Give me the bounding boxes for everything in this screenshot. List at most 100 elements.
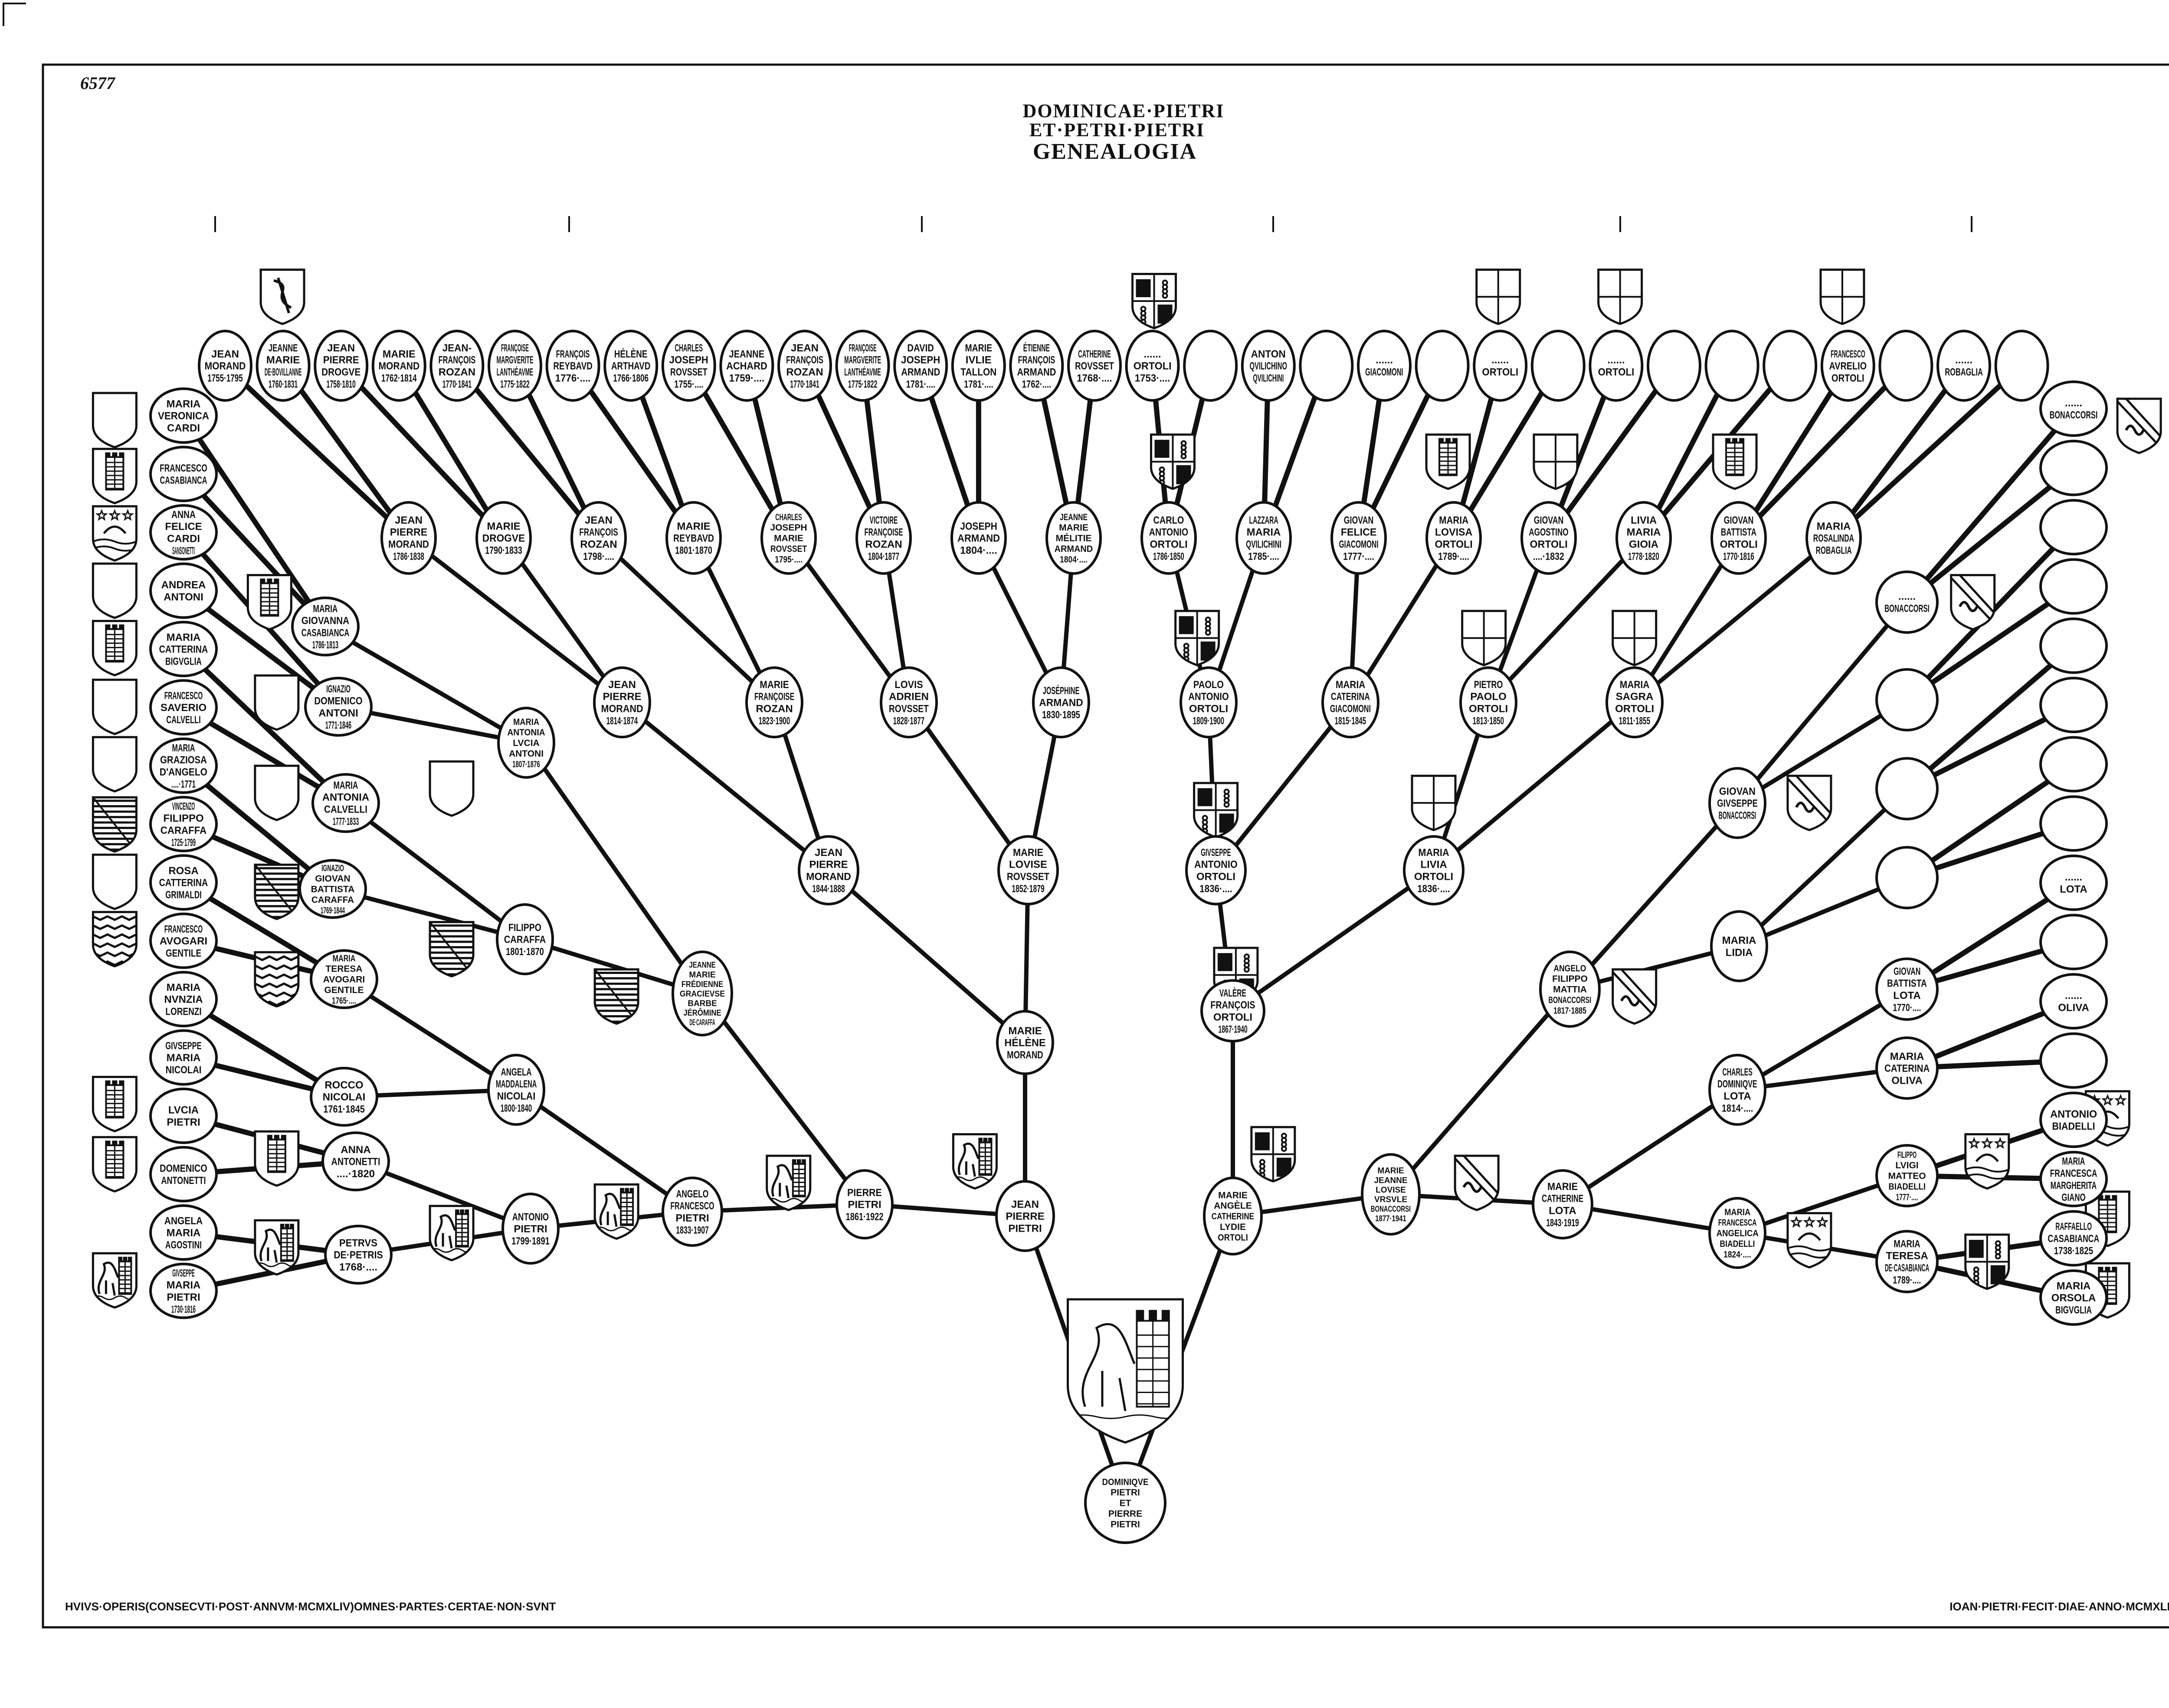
- person-node[interactable]: JOSEPHARMAND1804·....: [950, 501, 1007, 575]
- person-node[interactable]: [1647, 330, 1701, 402]
- person-node[interactable]: [2039, 558, 2108, 615]
- person-node[interactable]: [2039, 617, 2108, 674]
- person-node[interactable]: FRANÇOISREYBAVD1776·....: [545, 330, 600, 402]
- person-node[interactable]: ......LOTA: [2039, 854, 2108, 911]
- person-node[interactable]: GIVSEPPEANTONIOORTOLI1836·....: [1185, 835, 1247, 905]
- person-node[interactable]: [1704, 330, 1759, 402]
- person-node[interactable]: [1183, 330, 1238, 402]
- person-node[interactable]: ÉTIENNEFRANÇOISARMAND1762·....: [1009, 330, 1064, 402]
- person-node[interactable]: ......BONACCORSI: [2039, 380, 2108, 437]
- person-node[interactable]: [1994, 330, 2049, 402]
- person-node[interactable]: JEANNEACHARD1759·....: [719, 330, 774, 402]
- person-node[interactable]: [1875, 757, 1939, 820]
- person-node[interactable]: [1530, 330, 1586, 402]
- person-node[interactable]: [1875, 668, 1939, 731]
- person-node[interactable]: MARIATERESADE·CASABIANCA1789·....: [1875, 1230, 1939, 1293]
- person-node[interactable]: MARIALIVIAORTOLI1836·....: [1403, 835, 1465, 905]
- person-node[interactable]: [2039, 914, 2108, 970]
- person-node[interactable]: [2039, 677, 2108, 733]
- person-node[interactable]: DAVIDJOSEPHARMAND1781·....: [893, 330, 948, 402]
- person-node[interactable]: [1299, 330, 1354, 402]
- person-node[interactable]: MARIATERESAAVOGARIGENTILE1765·....: [310, 949, 378, 1009]
- person-node[interactable]: [2039, 736, 2108, 793]
- person-node[interactable]: [1763, 330, 1818, 402]
- person-node[interactable]: MARIAFRANCESCAANGELICABIADELLI1824·....: [1708, 1197, 1766, 1269]
- person-node[interactable]: MARIEJEANNELOVISEVRSVLEBONACCORSI1877·19…: [1361, 1153, 1421, 1236]
- person-node[interactable]: [2039, 795, 2108, 852]
- person-node[interactable]: [2039, 439, 2108, 496]
- person-node[interactable]: ......OLIVA: [2039, 973, 2108, 1029]
- person-node[interactable]: CHARLESJOSEPHROVSSET1755·....: [661, 330, 716, 402]
- person-node[interactable]: [2039, 499, 2108, 556]
- person-node[interactable]: PETRVSDE·PETRIS1768·....: [324, 1225, 393, 1285]
- person-node[interactable]: JEANFRANÇOISROZAN1798·....: [570, 501, 627, 575]
- person-node[interactable]: [1878, 330, 1933, 402]
- person-node[interactable]: GIOVANBATTISTALOTA1770·....: [1875, 957, 1939, 1021]
- person-node[interactable]: ......BONACCORSI: [1875, 570, 1939, 634]
- person-node[interactable]: ......ORTOLI1753·....: [1125, 330, 1180, 402]
- person-node[interactable]: JEANNEMARIEFRÉDIENNEGRACIEVSEBARBEJÉRÔMI…: [672, 951, 733, 1036]
- person-node[interactable]: ......ORTOLI: [1589, 330, 1644, 402]
- person-node[interactable]: ......ROBAGLIA: [1936, 330, 1991, 402]
- person-node[interactable]: GIOVANFELICEGIACOMONI1777·....: [1330, 501, 1387, 575]
- person-node[interactable]: LAZZARAMARIAQVILICHINI1785·....: [1235, 501, 1292, 575]
